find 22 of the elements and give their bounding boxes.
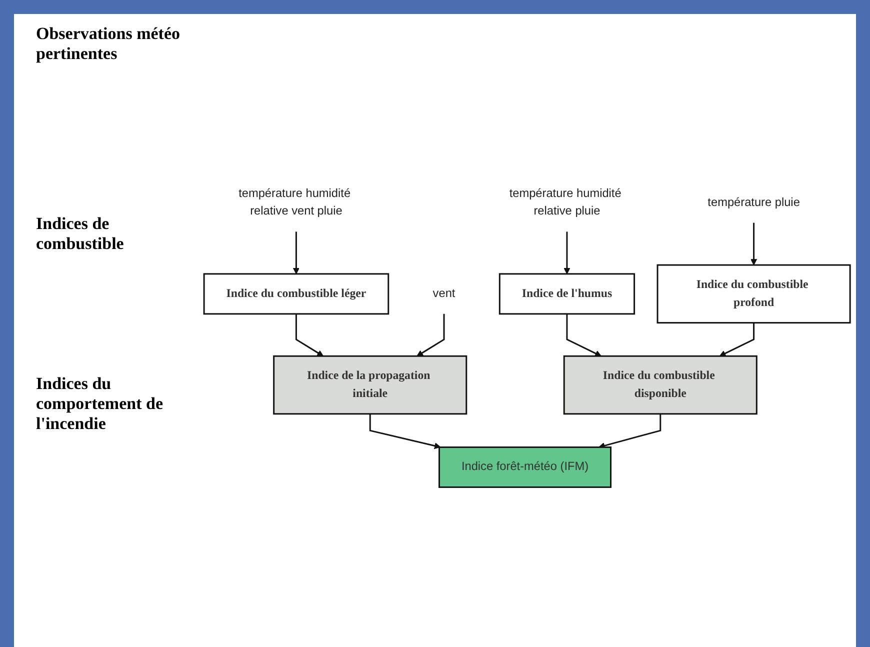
node-box: Indice du combustible disponible	[563, 355, 758, 415]
arrow	[292, 232, 300, 274]
row-label: Observations météo pertinentes	[36, 24, 182, 64]
node-box: Indice de la propagation initiale	[273, 355, 468, 415]
node-text: température humidité relative pluie	[509, 187, 622, 218]
arrow	[719, 322, 755, 356]
node-text: température pluie	[708, 196, 800, 209]
node-text: température humidité relative vent pluie	[238, 187, 351, 218]
arrow	[416, 314, 445, 356]
arrow	[369, 414, 441, 449]
row-label: Indices du comportement de l'incendie	[36, 374, 164, 434]
arrow	[295, 314, 324, 356]
node-box: Indice du combustible léger	[203, 273, 390, 315]
node-box: Indice de l'humus	[498, 273, 636, 315]
arrow	[566, 314, 602, 356]
row-label: Indices de combustible	[36, 214, 125, 254]
arrow	[598, 414, 662, 449]
arrow	[564, 232, 570, 274]
node-box: Indice forêt-météo (IFM)	[438, 446, 612, 488]
arrow	[750, 222, 758, 266]
node-text: vent	[432, 287, 456, 300]
node-box: Indice du combustible profond	[656, 264, 851, 324]
